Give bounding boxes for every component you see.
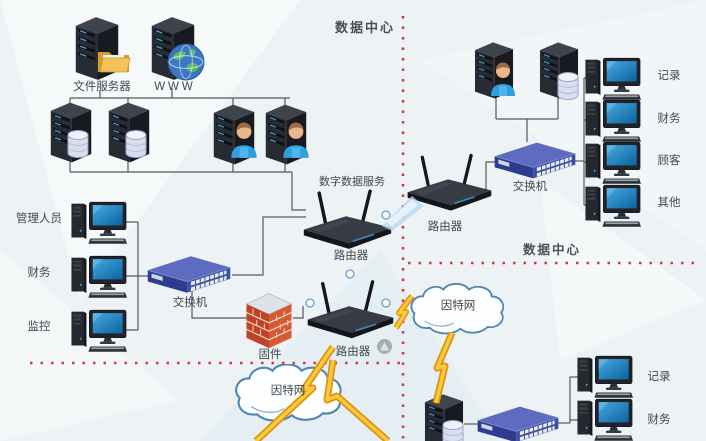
label-right-switch: 交换机	[512, 181, 548, 193]
label-internet-left: 因特网	[270, 385, 306, 397]
label-www: WWW	[154, 81, 196, 93]
label-file-server: 文件服务器	[73, 81, 131, 93]
label-left-switch: 交换机	[172, 297, 208, 309]
red-dashed-boundaries	[30, 16, 702, 441]
label-finance-left: 财务	[27, 267, 51, 279]
label-admin: 管理人员	[16, 213, 62, 225]
label-right-router: 路由器	[427, 221, 463, 233]
label-finance-bottom: 财务	[647, 414, 671, 426]
label-records: 记录	[657, 70, 681, 82]
label-center-router: 路由器	[333, 250, 369, 262]
label-internet-right: 因特网	[440, 300, 476, 312]
wifi-dots	[305, 210, 391, 308]
label-monitor: 监控	[27, 321, 51, 333]
label-firewall: 固件	[258, 349, 282, 361]
label-finance-right: 财务	[657, 113, 681, 125]
upload-circle-icon	[377, 339, 392, 354]
label-customers: 顾客	[657, 155, 681, 167]
label-digital-data-service: 数字数据服务	[319, 176, 385, 188]
lightning-bolts	[253, 294, 456, 441]
label-gateway-router: 路由器	[335, 346, 371, 358]
zone-label-top: 数据中心	[334, 20, 395, 35]
label-records-bottom: 记录	[647, 371, 671, 383]
label-others: 其他	[657, 197, 681, 209]
zone-label-right: 数据中心	[522, 243, 581, 257]
